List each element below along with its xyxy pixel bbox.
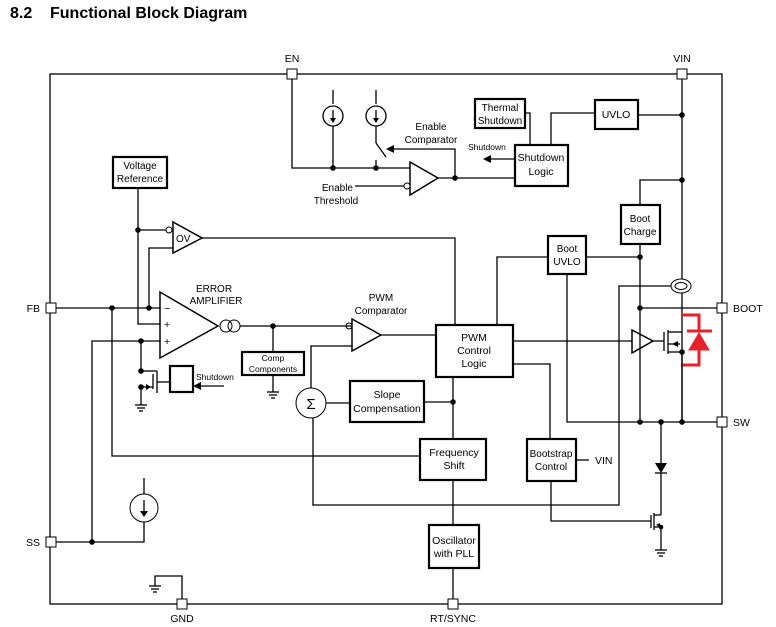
high-side-driver <box>631 328 655 355</box>
enable-comparator: Enable Comparator <box>355 122 515 197</box>
summing-junction-icon: Σ <box>295 387 327 419</box>
current-source-2-icon <box>365 90 387 171</box>
sigma-label: Σ <box>306 396 315 413</box>
pin-boot-label: BOOT <box>733 303 763 315</box>
ss-shutdown-driver-block <box>168 364 195 394</box>
boot-uvlo-label-1: Boot <box>557 244 578 255</box>
ss-discharge-mosfet-icon <box>135 370 170 412</box>
boot-charge-block: Boot Charge <box>619 203 662 246</box>
pwm-control-logic-block: PWM Control Logic <box>434 323 515 379</box>
shutdown-logic-label-1: Shutdown <box>518 152 565 164</box>
boot-charge-label-1: Boot <box>630 214 651 225</box>
shutdown-signal-label: Shutdown <box>468 142 506 152</box>
slope-compensation-label-2: Compensation <box>353 403 421 415</box>
comp-components-label-2: Components <box>249 364 297 374</box>
shutdown-logic-block: Shutdown Logic <box>513 143 570 188</box>
pin-vin-label: VIN <box>673 53 691 65</box>
comp-components-block: Comp Components <box>240 350 306 377</box>
oscillator-pll-label-2: with PLL <box>433 548 474 560</box>
pin-rt-sync-label: RT/SYNC <box>430 613 476 625</box>
bootstrap-control-label-2: Control <box>535 462 567 473</box>
pwm-comparator-label-1: PWM <box>369 293 393 304</box>
pwm-comparator: PWM Comparator <box>345 293 408 353</box>
enable-threshold-label-1: Enable <box>322 183 354 194</box>
pin-boot[interactable]: BOOT <box>716 302 763 315</box>
slope-compensation-block: Slope Compensation <box>348 379 426 424</box>
pin-rt-sync[interactable]: RT/SYNC <box>430 598 476 625</box>
error-amplifier: − + + ERROR AMPLIFIER <box>159 284 243 360</box>
current-source-1-icon <box>322 90 344 171</box>
bootstrap-control-label-1: Bootstrap <box>530 449 573 460</box>
minus-sign: − <box>164 303 170 315</box>
pin-ss[interactable]: SS <box>26 536 57 549</box>
pwm-control-logic-label-2: Control <box>457 345 491 357</box>
current-sense-icon <box>670 278 692 294</box>
pin-gnd[interactable]: GND <box>170 598 194 625</box>
pwm-control-logic-label-3: Logic <box>461 358 486 370</box>
ss-shutdown-label: Shutdown <box>196 372 234 382</box>
gnd-ground-icon <box>149 575 183 599</box>
section-title: Functional Block Diagram <box>50 5 248 22</box>
pin-fb-label: FB <box>27 303 40 315</box>
bootstrap-control-block: Bootstrap Control <box>525 437 578 483</box>
frequency-shift-label-1: Frequency <box>429 447 479 459</box>
thermal-shutdown-block: Thermal Shutdown <box>473 97 527 130</box>
section-number: 8.2 <box>10 5 33 22</box>
pwm-control-logic-label-1: PWM <box>461 332 487 344</box>
pin-sw-label: SW <box>733 417 750 429</box>
pwm-comparator-label-2: Comparator <box>355 306 408 317</box>
section-heading: 8.2 Functional Block Diagram <box>10 5 247 23</box>
shutdown-arrow-icon <box>483 155 491 163</box>
pin-fb[interactable]: FB <box>27 302 57 315</box>
enable-comparator-label-2: Comparator <box>405 135 458 146</box>
error-amplifier-label-1: ERROR <box>196 284 232 295</box>
error-amplifier-label-2: AMPLIFIER <box>190 296 243 307</box>
ic-boundary <box>49 73 723 605</box>
low-side-mosfet-icon <box>650 513 667 557</box>
frequency-shift-label-2: Shift <box>443 460 464 472</box>
en-wire <box>291 79 410 169</box>
pin-en[interactable]: EN <box>285 53 300 80</box>
pin-sw[interactable]: SW <box>716 416 750 429</box>
boot-uvlo-block: Boot UVLO <box>546 234 588 276</box>
shutdown-logic-label-2: Logic <box>528 166 553 178</box>
ground-icon <box>267 375 279 399</box>
frequency-shift-block: Frequency Shift <box>418 437 488 482</box>
pin-gnd-label: GND <box>170 613 194 625</box>
oscillator-pll-block: Oscillator with PLL <box>427 523 481 570</box>
enable-comparator-label-1: Enable <box>415 122 447 133</box>
pin-en-label: EN <box>285 53 300 65</box>
enable-switch-icon <box>375 142 387 158</box>
uvlo-block: UVLO <box>593 98 640 131</box>
bootstrap-vin-label: VIN <box>595 455 613 467</box>
thermal-shutdown-label-2: Shutdown <box>478 116 522 127</box>
boot-uvlo-label-2: UVLO <box>553 257 580 268</box>
voltage-reference-block: Voltage Reference <box>111 155 169 190</box>
shutdown-input-arrow-icon <box>193 382 201 390</box>
uvlo-label: UVLO <box>602 109 631 121</box>
plus-sign-2: + <box>164 336 170 348</box>
thermal-shutdown-label-1: Thermal <box>482 103 519 114</box>
comp-components-label-1: Comp <box>262 353 285 363</box>
ov-label: OV <box>176 234 191 245</box>
slope-compensation-label-1: Slope <box>374 389 401 401</box>
high-side-mosfet-icon <box>653 330 685 355</box>
low-side-diode-icon <box>655 422 667 515</box>
body-diode-highlight-icon <box>681 313 712 367</box>
oscillator-pll-label-1: Oscillator <box>432 535 476 547</box>
boot-charge-label-2: Charge <box>624 227 657 238</box>
pin-vin[interactable]: VIN <box>673 53 691 80</box>
enable-threshold-label-2: Threshold <box>314 196 358 207</box>
voltage-reference-label-1: Voltage <box>123 161 157 172</box>
ss-current-source-icon <box>56 478 159 543</box>
voltage-reference-label-2: Reference <box>117 174 164 185</box>
plus-sign-1: + <box>164 319 170 331</box>
pin-ss-label: SS <box>26 537 40 549</box>
